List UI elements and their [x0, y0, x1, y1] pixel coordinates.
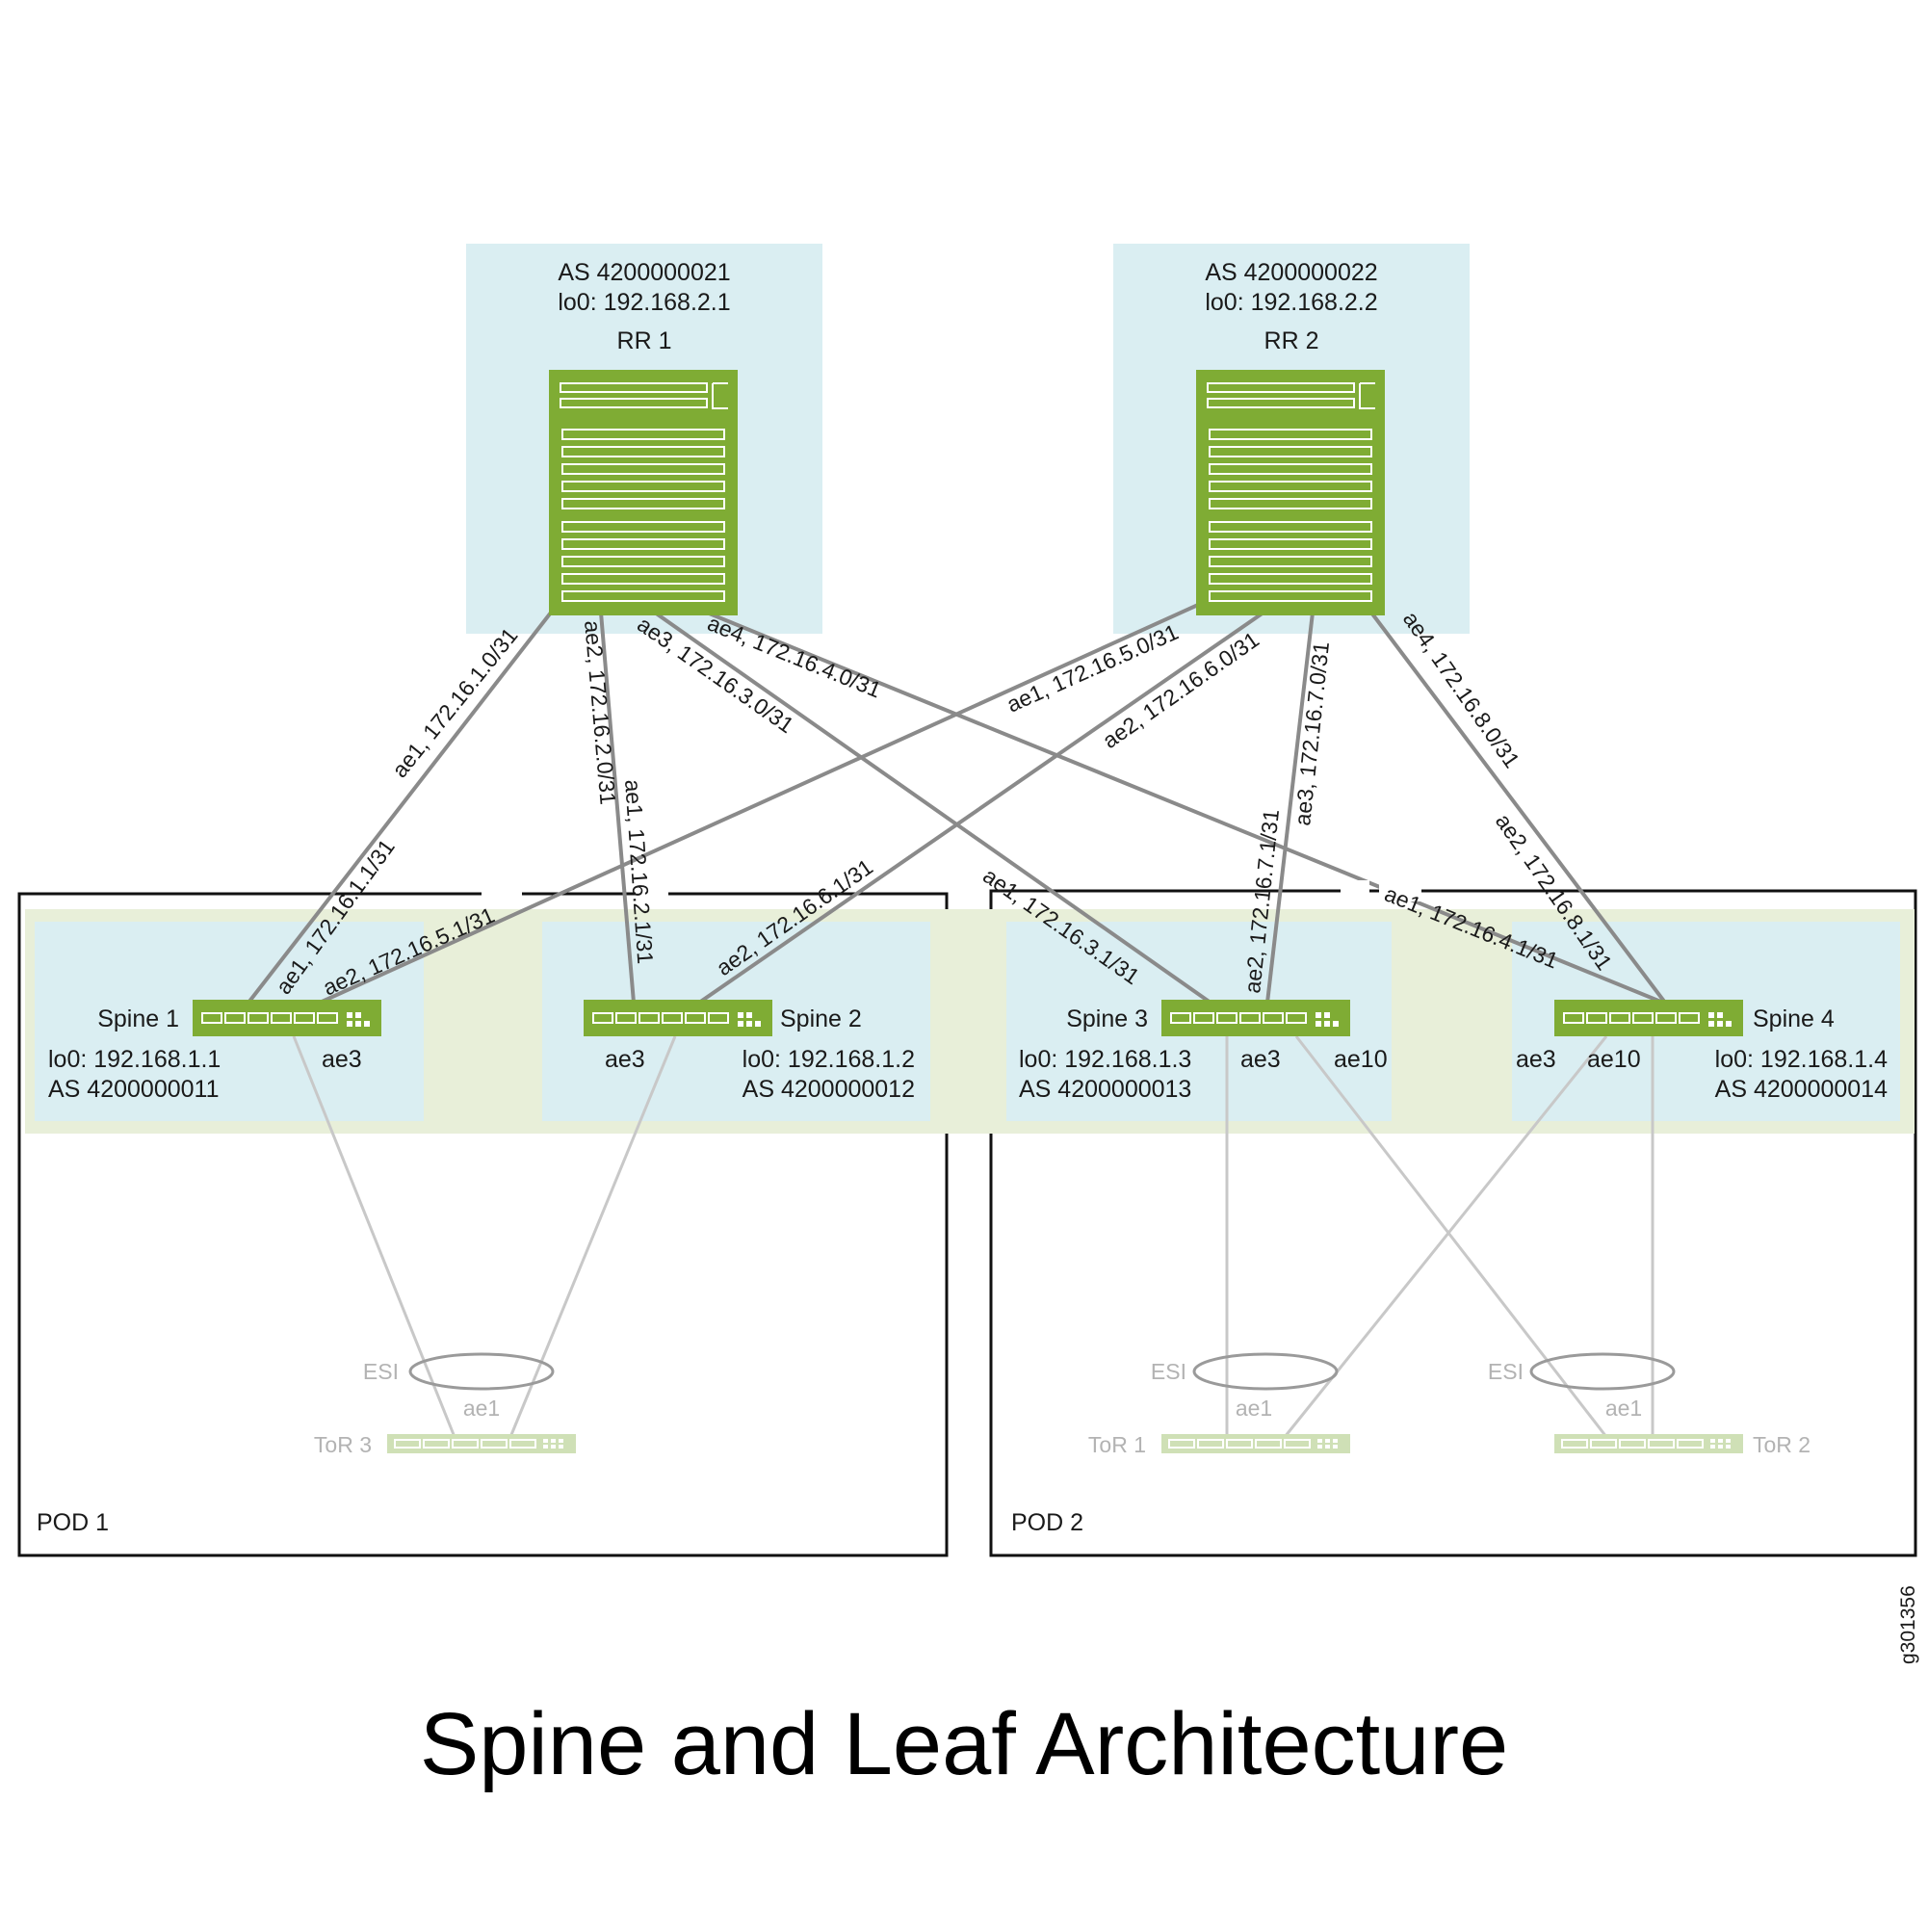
rr2-lo0: lo0: 192.168.2.2 — [1205, 289, 1377, 316]
spine4-as: AS 4200000014 — [1715, 1076, 1888, 1103]
spine4-port-ae3: ae3 — [1516, 1046, 1556, 1073]
pod-2-frame — [989, 889, 1917, 1557]
esi-ellipse-pod2-right — [1529, 1352, 1676, 1391]
rr2-device — [1195, 369, 1386, 616]
spine3-lo0: lo0: 192.168.1.3 — [1019, 1046, 1191, 1073]
tor3-device — [386, 1433, 577, 1454]
pod2-label: POD 2 — [1011, 1509, 1083, 1536]
spine1-as: AS 4200000011 — [48, 1076, 219, 1103]
tor3-label: ToR 3 — [314, 1432, 372, 1457]
spine1-name: Spine 1 — [97, 1005, 179, 1032]
link-rr2-spine2 — [697, 611, 1265, 1005]
spine2-as: AS 4200000012 — [743, 1076, 915, 1103]
label-rr1-ae2: ae2, 172.16.2.0/31 — [580, 619, 621, 805]
esi-label-pod2-right: ESI — [1488, 1359, 1524, 1384]
link-spine1-tor3 — [292, 1035, 458, 1443]
tor1-ae1: ae1 — [1236, 1396, 1272, 1421]
rr2-name: RR 2 — [1264, 327, 1319, 354]
esi-ellipse-pod2-left — [1192, 1352, 1339, 1391]
link-rr1-spine4 — [706, 611, 1664, 1005]
spine3-device — [1160, 999, 1351, 1037]
label-rr2-ae3: ae3, 172.16.7.0/31 — [1290, 640, 1334, 827]
spine2-name: Spine 2 — [780, 1005, 862, 1032]
tor2-ae1: ae1 — [1605, 1396, 1642, 1421]
rr2-as: AS 4200000022 — [1205, 259, 1377, 286]
spine2-lo0: lo0: 192.168.1.2 — [743, 1046, 915, 1073]
esi-ellipse-pod1 — [408, 1352, 555, 1391]
spine1-port-ae3: ae3 — [322, 1046, 362, 1073]
spine4-lo0: lo0: 192.168.1.4 — [1715, 1046, 1888, 1073]
tor3-ae1: ae1 — [463, 1396, 500, 1421]
spine1-device — [192, 999, 382, 1037]
spine4-device — [1553, 999, 1744, 1037]
diagram-title: Spine and Leaf Architecture — [420, 1695, 1508, 1793]
pod1-label: POD 1 — [37, 1509, 109, 1536]
rr1-name: RR 1 — [617, 327, 672, 354]
rr1-lo0: lo0: 192.168.2.1 — [558, 289, 730, 316]
spine2-port-ae3: ae3 — [605, 1046, 645, 1073]
link-rr2-spine4 — [1369, 611, 1667, 1005]
spine2-device — [583, 999, 773, 1037]
link-rr1-spine1 — [247, 611, 553, 1005]
link-rr1-spine2 — [599, 612, 636, 1004]
label-rr1-ae1: ae1, 172.16.1.0/31 — [387, 623, 523, 782]
tor2-device — [1553, 1433, 1744, 1454]
esi-label-pod1: ESI — [363, 1359, 399, 1384]
figure-id: g301356 — [1897, 1585, 1919, 1664]
tor2-label: ToR 2 — [1753, 1432, 1811, 1457]
spine3-name: Spine 3 — [1066, 1005, 1148, 1032]
link-rr2-spine3 — [1265, 612, 1315, 1004]
rr1-as: AS 4200000021 — [558, 259, 730, 286]
link-rr2-spine1 — [319, 603, 1199, 1005]
tor1-device — [1160, 1433, 1351, 1454]
spine4-port-ae10: ae10 — [1587, 1046, 1641, 1073]
esi-label-pod2-left: ESI — [1151, 1359, 1186, 1384]
rr1-device — [548, 369, 739, 616]
spine3-port-ae10: ae10 — [1334, 1046, 1388, 1073]
spine3-port-ae3: ae3 — [1240, 1046, 1281, 1073]
link-rr1-spine3 — [653, 611, 1212, 1005]
link-spine2-tor3 — [507, 1035, 677, 1443]
spine4-name: Spine 4 — [1753, 1005, 1835, 1032]
tor1-label: ToR 1 — [1088, 1432, 1146, 1457]
spine1-lo0: lo0: 192.168.1.1 — [48, 1046, 221, 1073]
link-spine3-tor2 — [1294, 1035, 1612, 1443]
spine3-as: AS 4200000013 — [1019, 1076, 1191, 1103]
